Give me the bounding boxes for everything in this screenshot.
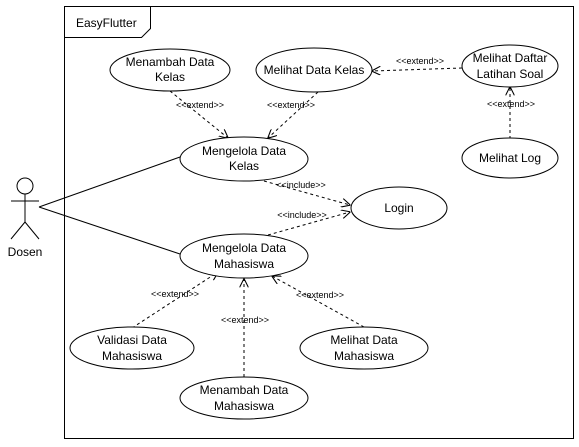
use-case-label: Mengelola Data — [202, 241, 286, 255]
use-case-melihat-daftar-latihan-soal[interactable]: Melihat Daftar Latihan Soal — [461, 44, 559, 88]
use-case-label: Melihat Data — [330, 333, 398, 347]
use-case-label: Mahasiswa — [214, 399, 274, 413]
stereotype-labels: <<extend>> <<extend>> <<extend>> <<exten… — [151, 56, 535, 325]
extend-validasi — [131, 272, 218, 329]
association-kelas — [38, 156, 181, 208]
use-case-label: Login — [384, 201, 413, 215]
use-case-label: Melihat Log — [479, 151, 541, 165]
associations — [38, 156, 181, 255]
actor-figure-icon — [10, 177, 40, 240]
use-case-melihat-log[interactable]: Melihat Log — [461, 137, 559, 179]
use-case-melihat-data-mahasiswa[interactable]: Melihat Data Mahasiswa — [299, 326, 429, 370]
use-case-melihat-data-kelas[interactable]: Melihat Data Kelas — [255, 47, 373, 93]
use-case-validasi-data-mahasiswa[interactable]: Validasi Data Mahasiswa — [69, 326, 195, 370]
use-case-mengelola-data-mahasiswa[interactable]: Mengelola Data Mahasiswa — [179, 233, 309, 279]
use-case-menambah-data-mahasiswa[interactable]: Menambah Data Mahasiswa — [179, 376, 309, 420]
extend-menambah-kelas — [169, 90, 228, 138]
include-kelas-login — [263, 180, 350, 205]
relationships — [131, 68, 510, 377]
stereotype-label: <<extend>> — [396, 56, 444, 66]
use-case-login[interactable]: Login — [350, 186, 448, 230]
use-case-label: Melihat Data Kelas — [264, 63, 365, 77]
use-case-label: Mahasiswa — [334, 349, 394, 363]
use-case-label: Mahasiswa — [214, 257, 274, 271]
extend-melihat-kelas — [268, 91, 319, 138]
actor-dosen[interactable]: Dosen — [8, 177, 43, 259]
use-case-label: Kelas — [229, 159, 259, 173]
association-mahasiswa — [38, 206, 181, 255]
use-case-label: Menambah Data — [126, 55, 215, 69]
use-case-label: Mengelola Data — [202, 144, 286, 158]
use-case-label: Latihan Soal — [477, 67, 544, 81]
stereotype-label: <<include>> — [276, 180, 326, 190]
use-case-label: Menambah Data — [200, 383, 289, 397]
use-case-label: Mahasiswa — [102, 349, 162, 363]
include-mahasiswa-login — [267, 212, 350, 236]
actor-label: Dosen — [8, 245, 43, 259]
stereotype-label: <<include>> — [277, 210, 327, 220]
stereotype-label: <<extend>> — [296, 290, 344, 300]
stereotype-label: <<extend>> — [487, 99, 535, 109]
use-case-menambah-data-kelas[interactable]: Menambah Data Kelas — [109, 48, 231, 92]
system-title: EasyFlutter — [76, 16, 137, 30]
stereotype-label: <<extend>> — [151, 289, 199, 299]
stereotype-label: <<extend>> — [221, 315, 269, 325]
use-case-label: Validasi Data — [97, 333, 167, 347]
use-case-mengelola-data-kelas[interactable]: Mengelola Data Kelas — [179, 136, 309, 182]
stereotype-label: <<extend>> — [176, 100, 224, 110]
use-case-label: Kelas — [155, 70, 185, 84]
use-case-label: Melihat Daftar — [473, 51, 548, 65]
stereotype-label: <<extend>> — [267, 100, 315, 110]
